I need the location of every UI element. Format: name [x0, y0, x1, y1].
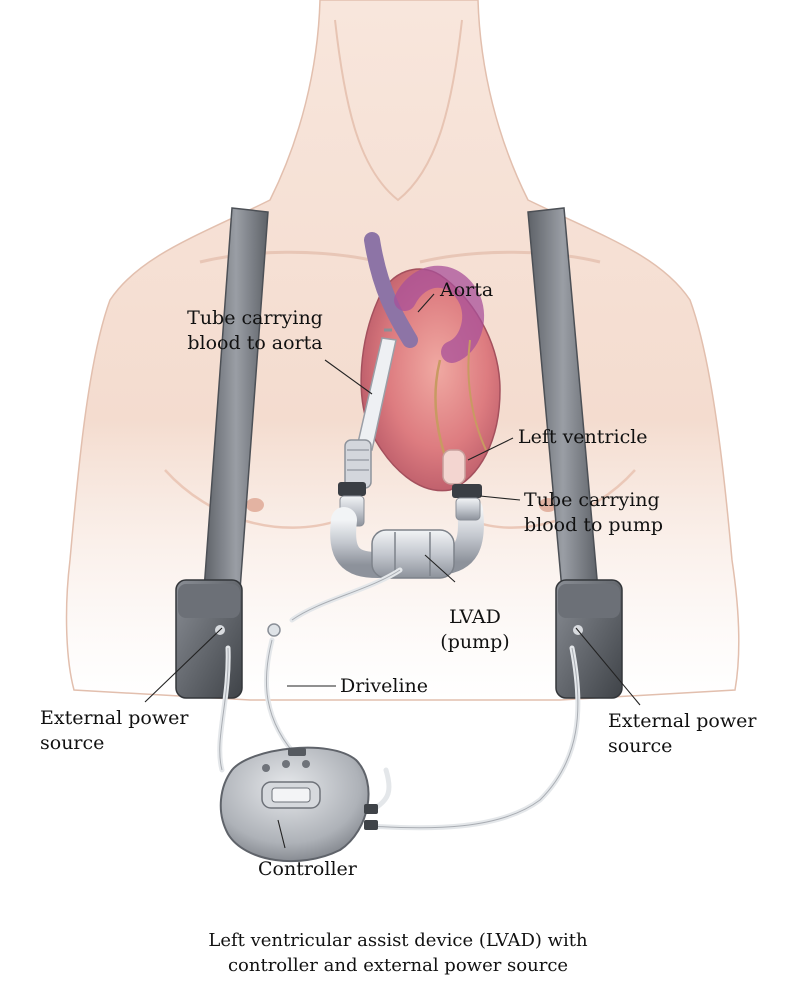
- label-left-ventricle: Left ventricle: [518, 426, 648, 448]
- label-controller: Controller: [258, 858, 357, 880]
- label-tube-to-aorta: Tube carrying blood to aorta: [180, 306, 330, 356]
- label-power-left-line1: External power: [40, 707, 189, 729]
- label-lvad-line1: LVAD: [449, 606, 501, 628]
- power-source-left: [175, 579, 243, 699]
- label-aorta: Aorta: [440, 279, 494, 301]
- lvad-pump: [330, 484, 484, 579]
- label-tube-to-aorta-line2: blood to aorta: [187, 332, 323, 354]
- label-power-right-line1: External power: [608, 710, 757, 732]
- controller-device: [219, 746, 378, 862]
- power-source-right: [555, 579, 623, 699]
- label-tube-to-pump: Tube carrying blood to pump: [524, 488, 663, 538]
- caption-line1: Left ventricular assist device (LVAD) wi…: [208, 930, 588, 951]
- heart: [360, 232, 501, 492]
- figure-caption: Left ventricular assist device (LVAD) wi…: [0, 928, 796, 978]
- caption-line2: controller and external power source: [227, 955, 569, 976]
- label-power-source-right: External power source: [608, 709, 756, 759]
- label-driveline: Driveline: [340, 675, 429, 697]
- label-lvad-line2: (pump): [440, 631, 510, 653]
- label-tube-to-aorta-line1: Tube carrying: [187, 307, 323, 329]
- label-power-left-line2: source: [40, 732, 105, 754]
- label-tube-to-pump-line1: Tube carrying: [524, 489, 660, 511]
- label-power-right-line2: source: [608, 735, 673, 757]
- label-power-source-left: External power source: [40, 706, 188, 756]
- label-lvad: LVAD (pump): [430, 605, 520, 655]
- cables-outline: [219, 569, 579, 829]
- leader-lines: [144, 293, 641, 849]
- label-tube-to-pump-line2: blood to pump: [524, 514, 664, 536]
